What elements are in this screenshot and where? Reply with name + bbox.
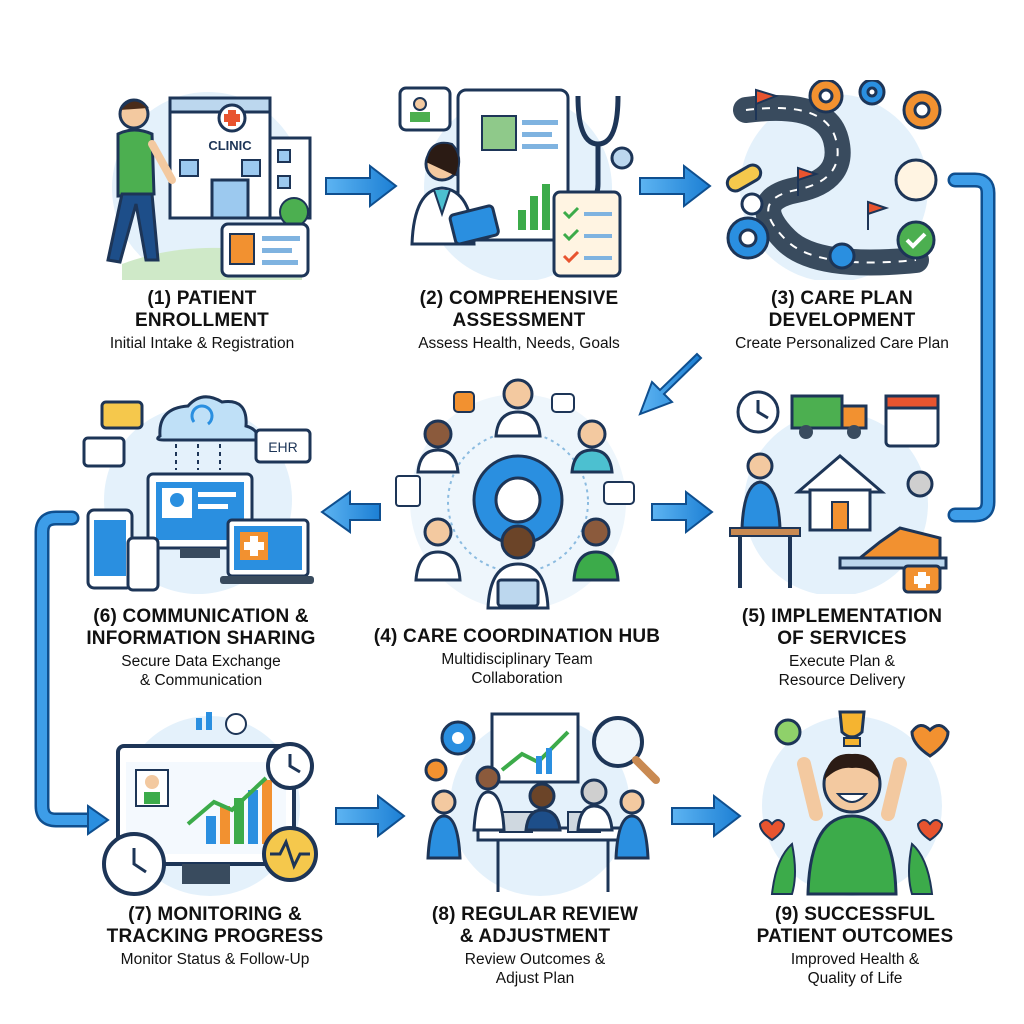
arrow-7-to-8 <box>335 793 406 839</box>
step-2-title: (2) COMPREHENSIVE ASSESSMENT <box>419 288 619 331</box>
arrow-1-to-2 <box>325 163 398 209</box>
arrow-2-to-3 <box>639 163 712 209</box>
step-2-caption: (2) COMPREHENSIVE ASSESSMENT Assess Heal… <box>374 288 664 353</box>
step-2-illustration <box>398 84 638 280</box>
step-5-illustration <box>720 388 952 594</box>
step-3-subtitle: Create Personalized Care Plan <box>735 335 949 352</box>
step-5-title: (5) IMPLEMENTATION OF SERVICES <box>741 606 943 649</box>
step-7-illustration <box>96 706 324 898</box>
step-8-subtitle: Review Outcomes & Adjust Plan <box>464 951 606 987</box>
ehr-label: EHR <box>268 439 298 455</box>
step-8-caption: (8) REGULAR REVIEW & ADJUSTMENT Review O… <box>390 904 680 988</box>
step-3-title: (3) CARE PLAN DEVELOPMENT <box>768 288 916 331</box>
step-6-caption: (6) COMMUNICATION & INFORMATION SHARING … <box>56 606 346 690</box>
clinic-building-icon: CLINIC <box>106 92 312 280</box>
arrow-4-to-6 <box>320 490 381 534</box>
step-3-illustration <box>716 80 952 280</box>
step-9-subtitle: Improved Health & Quality of Life <box>790 951 920 987</box>
step-1-illustration: CLINIC <box>92 84 324 280</box>
step-7-caption: (7) MONITORING & TRACKING PROGRESS Monit… <box>70 904 360 969</box>
clinic-sign-text: CLINIC <box>208 138 252 153</box>
home-care-delivery-icon <box>729 390 948 594</box>
team-meeting-review-icon <box>424 712 660 896</box>
step-8-title: (8) REGULAR REVIEW & ADJUSTMENT <box>431 904 639 947</box>
step-6-subtitle: Secure Data Exchange & Communication <box>121 653 281 689</box>
arrow-4-to-5 <box>651 489 714 535</box>
step-7-title: (7) MONITORING & TRACKING PROGRESS <box>106 904 324 947</box>
step-4-illustration <box>392 372 644 616</box>
roadmap-gears-icon <box>725 80 942 280</box>
step-3-caption: (3) CARE PLAN DEVELOPMENT Create Persona… <box>696 288 988 353</box>
step-9-illustration <box>752 704 952 898</box>
step-4-caption: (4) CARE COORDINATION HUB Multidisciplin… <box>356 626 678 688</box>
arrow-3-to-5-connector <box>947 172 996 523</box>
clipboard-stethoscope-icon <box>398 86 634 280</box>
step-9-title: (9) SUCCESSFUL PATIENT OUTCOMES <box>756 904 954 947</box>
step-4-title: (4) CARE COORDINATION HUB <box>373 626 661 647</box>
step-4-subtitle: Multidisciplinary Team Collaboration <box>441 651 593 687</box>
happy-patient-trophy-icon <box>758 710 950 896</box>
cloud-ehr-devices-icon: EHR <box>82 395 314 594</box>
step-7-subtitle: Monitor Status & Follow-Up <box>120 951 310 968</box>
arrow-8-to-9 <box>671 793 742 839</box>
monitor-chart-clock-icon <box>102 712 318 896</box>
step-5-subtitle: Execute Plan & Resource Delivery <box>778 653 906 689</box>
arrow-6-to-7-connector <box>34 510 110 836</box>
step-1-title: (1) PATIENT ENROLLMENT <box>135 288 269 331</box>
team-gear-hub-icon <box>395 378 635 610</box>
step-5-caption: (5) IMPLEMENTATION OF SERVICES Execute P… <box>696 606 988 690</box>
step-1-caption: (1) PATIENT ENROLLMENT Initial Intake & … <box>60 288 344 353</box>
step-6-illustration: EHR <box>80 390 316 594</box>
step-2-subtitle: Assess Health, Needs, Goals <box>418 335 620 352</box>
step-1-subtitle: Initial Intake & Registration <box>109 335 295 352</box>
step-9-caption: (9) SUCCESSFUL PATIENT OUTCOMES Improved… <box>710 904 1000 988</box>
step-8-illustration <box>418 708 662 898</box>
step-6-title: (6) COMMUNICATION & INFORMATION SHARING <box>86 606 316 649</box>
arrow-3-to-4 <box>638 352 703 416</box>
